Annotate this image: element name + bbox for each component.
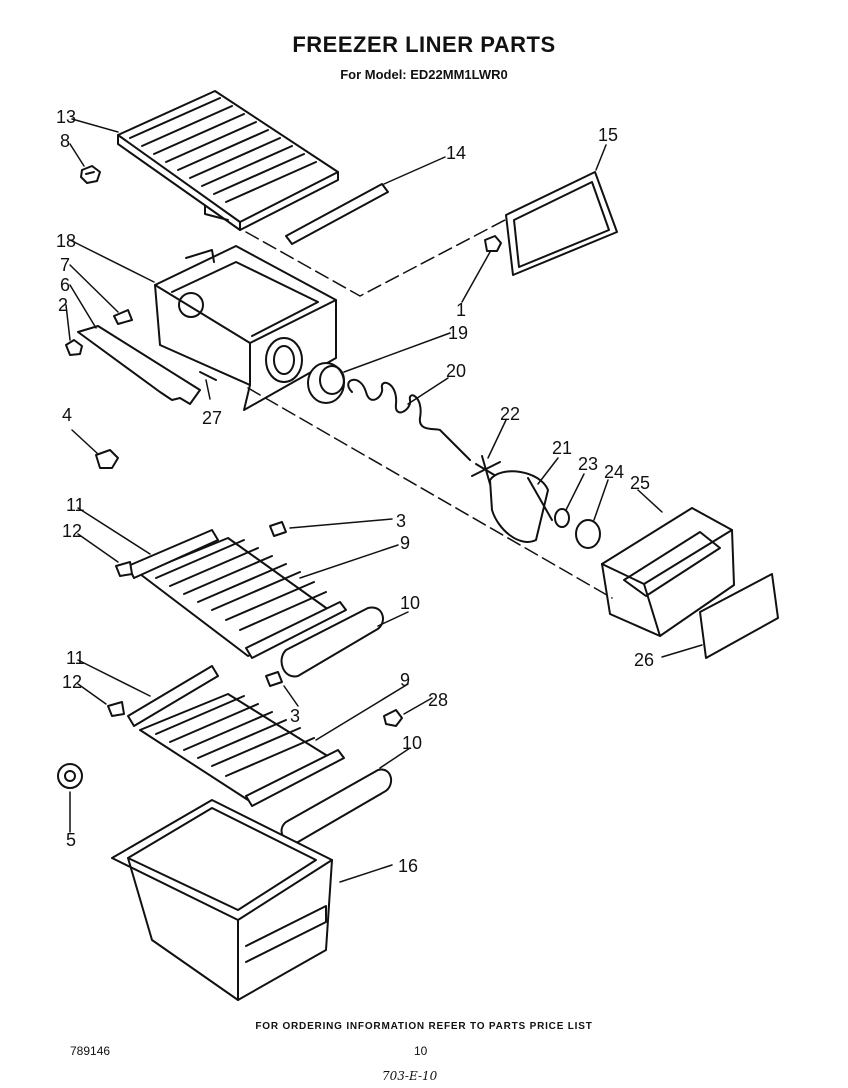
page-number: 10 [414, 1044, 428, 1058]
model-subtitle: For Model: ED22MM1LWR0 [340, 67, 508, 82]
dispenser-bin-25 [601, 507, 735, 637]
callout-28: 28 [428, 690, 448, 710]
callout-20: 20 [446, 361, 466, 381]
callout-18: 18 [56, 231, 76, 251]
callout-27: 27 [202, 408, 222, 428]
callout-11-upper: 11 [66, 495, 85, 515]
callout-9-upper: 9 [400, 533, 410, 553]
clip-3-lower [265, 671, 283, 687]
callout-12-upper: 12 [62, 521, 82, 541]
callout-22: 22 [500, 404, 520, 424]
crusher-housing-21 [489, 470, 553, 543]
lower-shelf-9 [127, 665, 345, 807]
callout-14: 14 [446, 143, 466, 163]
blade-22 [471, 455, 501, 485]
callout-10-upper: 10 [400, 593, 420, 613]
bracket-assembly [65, 309, 217, 405]
callout-2: 2 [58, 295, 68, 315]
alignment-lines [245, 219, 613, 599]
clip-28 [383, 709, 403, 727]
callout-4: 4 [62, 405, 72, 425]
callout-19: 19 [448, 323, 468, 343]
callout-13: 13 [56, 107, 76, 127]
ice-bin-housing-18 [154, 245, 337, 411]
screw-1 [484, 235, 502, 252]
callout-12-lower: 12 [62, 672, 82, 692]
callout-3-upper: 3 [396, 511, 406, 531]
callout-6: 6 [60, 275, 70, 295]
screw-12-upper [115, 561, 133, 577]
callout-8: 8 [60, 131, 70, 151]
callout-26: 26 [634, 650, 654, 670]
callout-labels: 13 8 14 15 18 7 6 2 1 19 20 27 22 4 21 2… [56, 107, 654, 876]
callout-23: 23 [578, 454, 598, 474]
screw-12-lower [107, 701, 125, 717]
callout-9-lower: 9 [400, 670, 410, 690]
leader-lines [65, 118, 703, 883]
top-shelf-grille [117, 90, 339, 231]
callout-3-lower: 3 [290, 706, 300, 726]
divider-10-lower [280, 768, 393, 844]
callout-11-lower: 11 [66, 648, 85, 668]
auger-coil-20 [347, 379, 471, 461]
handwritten-code: 703-E-10 [382, 1069, 438, 1083]
clip-4 [95, 449, 119, 469]
bearing-19 [307, 362, 345, 404]
pan-16 [111, 799, 333, 1001]
callout-21: 21 [552, 438, 572, 458]
frame-15 [505, 171, 618, 276]
callout-15: 15 [598, 125, 618, 145]
cover-26 [699, 573, 779, 659]
knob-5 [57, 763, 83, 789]
divider-10-upper [280, 606, 384, 678]
callout-25: 25 [630, 473, 650, 493]
callout-10-lower: 10 [402, 733, 422, 753]
callout-7: 7 [60, 255, 70, 275]
rail-14 [285, 183, 389, 245]
document-number: 789146 [70, 1044, 111, 1058]
page-title: FREEZER LINER PARTS [292, 32, 556, 57]
callout-1: 1 [456, 300, 466, 320]
callout-5: 5 [66, 830, 76, 850]
bearing-24 [575, 519, 601, 549]
clip-3-upper [269, 521, 287, 537]
bushing-23 [554, 508, 570, 528]
clip-8 [80, 165, 101, 184]
callout-24: 24 [604, 462, 624, 482]
ordering-note: FOR ORDERING INFORMATION REFER TO PARTS … [255, 1021, 593, 1032]
callout-16: 16 [398, 856, 418, 876]
